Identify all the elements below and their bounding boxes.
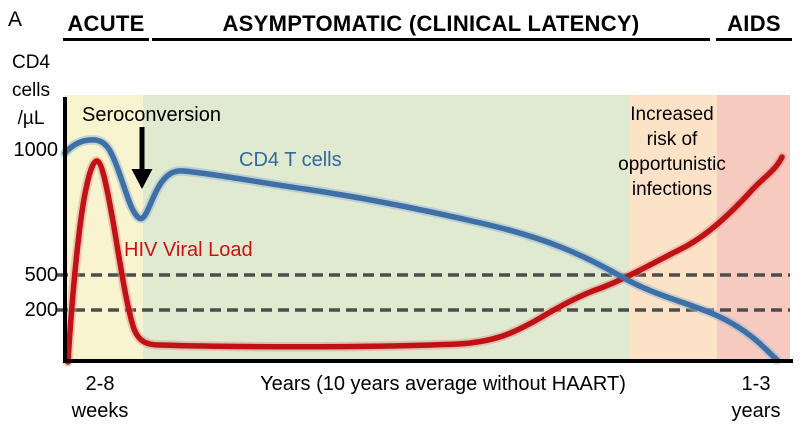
x-label-line: weeks <box>71 400 129 422</box>
x-label-years: Years (10 years average without HAART) <box>260 373 626 395</box>
cd4-series-label: CD4 T cells <box>239 149 342 171</box>
risk-line: risk of <box>646 129 698 150</box>
y-axis-unit-label: CD4 cells /µL <box>2 49 60 133</box>
seroconversion-label: Seroconversion <box>82 104 221 126</box>
x-label-line: 1-3 <box>741 373 771 395</box>
risk-line: Increased <box>630 104 714 125</box>
phase-header-asymptomatic: ASYMPTOMATIC (CLINICAL LATENCY) <box>152 11 710 41</box>
phase-header-aids: AIDS <box>716 11 792 41</box>
phase-header-acute: ACUTE <box>63 11 149 41</box>
risk-line: infections <box>631 179 713 200</box>
y-axis-unit-line: /µL <box>17 108 45 129</box>
y-tick-200: 200 <box>24 299 58 321</box>
hiv-series-label: HIV Viral Load <box>124 239 253 261</box>
hiv-viral-load-curve <box>65 154 785 365</box>
x-label-line: years <box>731 400 781 422</box>
increased-risk-annotation: Increased risk of opportunistic infectio… <box>592 102 752 202</box>
x-label-aids-duration: 1-3 years <box>725 371 787 425</box>
risk-line: opportunistic <box>618 154 726 175</box>
y-tick-500: 500 <box>24 264 58 286</box>
band-increased-risk <box>630 95 717 361</box>
seroconversion-arrow-icon <box>131 127 153 189</box>
x-label-line: 2-8 <box>85 373 115 395</box>
x-axis-line <box>63 359 793 363</box>
x-label-acute-duration: 2-8 weeks <box>70 371 130 425</box>
y-axis-unit-line: CD4 <box>11 52 50 73</box>
y-axis-line <box>63 97 67 363</box>
panel-letter: A <box>8 8 23 31</box>
cd4-curve <box>62 137 780 363</box>
y-tick-1000: 1000 <box>13 139 59 161</box>
band-latency <box>143 95 630 361</box>
y-axis-unit-line: cells <box>11 80 50 101</box>
